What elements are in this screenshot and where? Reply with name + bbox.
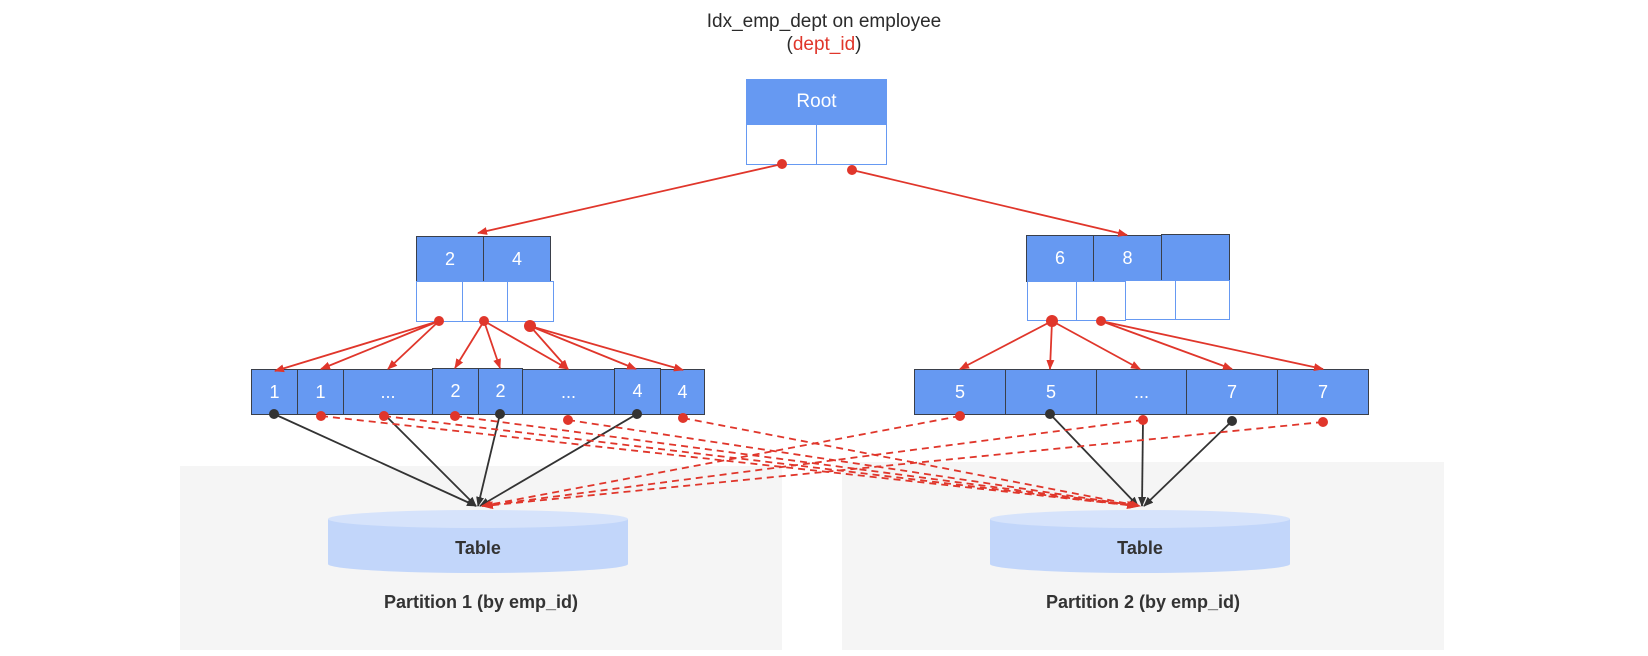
table-right-cylinder (990, 510, 1290, 573)
leaf-left-key: 1 (297, 369, 344, 415)
leaf-left-key: 2 (478, 368, 523, 415)
leaf-right-key: ... (1096, 369, 1187, 415)
l1-left-key: 2 (416, 236, 484, 282)
l1-left-key: 4 (483, 236, 551, 282)
l1-left-pointer (462, 281, 508, 322)
level1-left-to-leaf-arrows (274, 320, 684, 373)
leaf-left-key: ... (522, 369, 615, 415)
l1-left-pointer (507, 281, 554, 322)
leaf-right-key: 7 (1186, 369, 1278, 415)
table-left-label: Table (455, 538, 501, 558)
indexed-column: dept_id (792, 34, 856, 55)
root-pointer-left (746, 124, 817, 165)
leaf-right-key: 5 (914, 369, 1006, 415)
leaf-left-key: 2 (432, 368, 479, 415)
l1-right-pointer (1175, 280, 1230, 320)
partition-1-label: Partition 1 (by emp_id) (383, 592, 579, 612)
leaf-right-key: 5 (1005, 369, 1097, 415)
level1-right-to-leaf-arrows (959, 320, 1324, 372)
root-pointer-right (816, 124, 887, 165)
leaf-to-cross-partition-arrows (320, 415, 1324, 510)
l1-right-key: 8 (1093, 235, 1162, 282)
diagram-subtitle: (dept_id) (786, 34, 862, 55)
pointer-dots-red (316, 159, 1328, 427)
l1-right-pointer (1125, 280, 1176, 320)
leaf-left-key: 1 (251, 369, 298, 415)
leaf-to-own-partition-arrows (273, 413, 1233, 507)
pointer-dots-black (269, 409, 1237, 426)
leaf-right-key: 7 (1277, 369, 1369, 415)
partition-2-label: Partition 2 (by emp_id) (1045, 592, 1241, 612)
diagram-title: Idx_emp_dept on employee (706, 11, 942, 32)
table-left-cylinder (328, 510, 628, 573)
root-to-level1-arrows (477, 163, 1128, 237)
table-right-label: Table (1117, 538, 1163, 558)
